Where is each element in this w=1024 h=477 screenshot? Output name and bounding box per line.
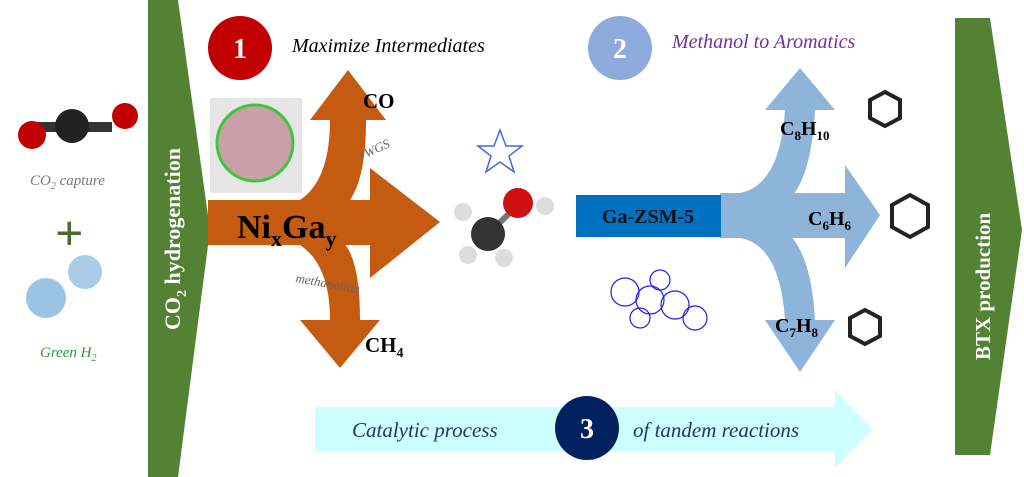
step-2-title: Methanol to Aromatics: [671, 31, 856, 53]
ch4-product: CH4: [365, 333, 404, 361]
step-2-number: 2: [613, 34, 627, 65]
step-1-number: 1: [233, 34, 247, 65]
co2-hydrogenation-label: CO2 hydrogenation: [160, 148, 190, 330]
product-c7h8: C7H8: [775, 315, 819, 340]
tandem-right-text: of tandem reactions: [633, 418, 799, 442]
nigaay-cluster-icon: [215, 103, 295, 183]
btx-production-banner: [955, 18, 1022, 455]
product-c6h6: C6H6: [808, 208, 852, 233]
btx-production-label: BTX production: [971, 212, 995, 360]
product-c8h10: C8H10: [780, 118, 830, 143]
step-1-title: Maximize Intermediates: [291, 35, 485, 57]
step-3-badge: [555, 396, 619, 460]
xylene-molecule-icon: [868, 89, 902, 129]
step-3-number: 3: [580, 414, 594, 445]
h2-molecule-icon: [26, 255, 102, 318]
green-h2-label: Green H2: [40, 345, 97, 364]
plus-sign: +: [55, 205, 84, 261]
nixgay-label: NixGay: [237, 209, 336, 251]
co2-capture-label: CO2 capture: [30, 173, 105, 192]
nigaay-branching-arrow: [208, 70, 440, 368]
ga-zsm-5-label: Ga-ZSM-5: [602, 206, 694, 228]
benzene-molecule-icon: [890, 192, 930, 240]
co2-molecule-icon: [18, 103, 138, 149]
toluene-molecule-icon: [848, 307, 882, 347]
tandem-left-text: Catalytic process: [352, 418, 498, 442]
aromatics-branching-arrow: [720, 68, 880, 372]
ga-zsm-5-box: [576, 195, 721, 237]
step-2-badge: [588, 16, 652, 80]
zeolite-framework-icon: [610, 269, 708, 331]
methanol-molecule-icon: [454, 188, 554, 267]
star-icon: [475, 127, 525, 174]
co-product: CO: [363, 89, 395, 113]
co2-hydrogenation-banner: [148, 0, 210, 477]
step-1-badge: [208, 16, 272, 80]
